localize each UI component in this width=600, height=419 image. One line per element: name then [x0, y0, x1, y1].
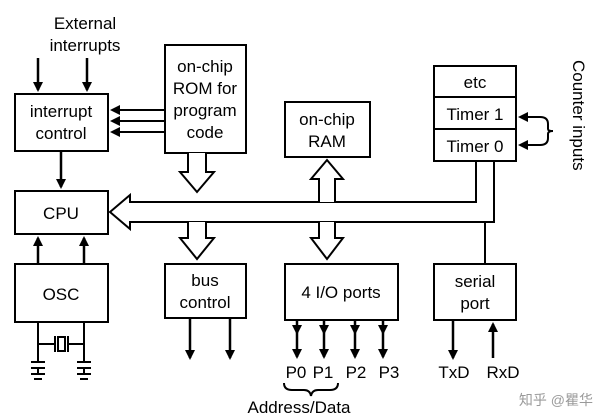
- osc-to-cpu-arrows: [33, 236, 89, 263]
- etc-label: etc: [464, 73, 487, 92]
- timer1-label: Timer 1: [447, 105, 504, 124]
- counter-input-arrows: [518, 112, 554, 150]
- io-port-arrows: [292, 320, 388, 359]
- watermark-text: 知乎 @瞿华: [519, 392, 593, 408]
- svg-text:CPU: CPU: [43, 204, 79, 223]
- address-data-brace: [283, 382, 339, 397]
- svg-text:on-chip: on-chip: [299, 110, 355, 129]
- svg-text:4 I/O ports: 4 I/O ports: [301, 283, 380, 302]
- svg-text:interrupt: interrupt: [30, 102, 93, 121]
- timer-stack: etc Timer 1 Timer 0: [433, 65, 517, 162]
- bus-ram-arrow: [308, 158, 346, 202]
- ram-block: on-chip RAM: [284, 101, 371, 158]
- port-p3-label: P3: [379, 363, 400, 382]
- svg-text:interrupts: interrupts: [50, 36, 121, 55]
- svg-text:serial: serial: [455, 272, 496, 291]
- port-p0-label: P0: [286, 363, 307, 382]
- svg-text:code: code: [187, 123, 224, 142]
- interrupt-source-arrows: [110, 105, 165, 137]
- rom-to-bus-arrow: [177, 153, 217, 194]
- port-p1-label: P1: [313, 363, 334, 382]
- counter-inputs-label: Counter inputs: [569, 60, 588, 171]
- io-ports-block: 4 I/O ports: [284, 263, 399, 321]
- svg-text:RAM: RAM: [308, 132, 346, 151]
- bus-to-io-arrow: [308, 222, 346, 261]
- internal-bus: [108, 160, 495, 232]
- interrupt-control-block: interrupt control: [14, 93, 109, 152]
- bus-control-block: bus control: [164, 263, 247, 319]
- svg-text:control: control: [179, 293, 230, 312]
- rxd-label: RxD: [486, 363, 519, 382]
- svg-text:ROM for: ROM for: [173, 79, 238, 98]
- svg-text:port: port: [460, 294, 490, 313]
- external-interrupt-arrows: [33, 58, 92, 92]
- external-interrupts-label: External interrupts: [50, 14, 121, 55]
- txd-label: TxD: [438, 363, 469, 382]
- rom-block: on-chip ROM for program code: [164, 44, 247, 154]
- svg-text:program: program: [173, 101, 236, 120]
- port-labels: P0 P1 P2 P3: [286, 363, 400, 382]
- bus-control-output-arrows: [185, 318, 235, 360]
- address-data-label: Address/Data: [248, 398, 352, 417]
- port-p2-label: P2: [346, 363, 367, 382]
- serial-port-block: serial port: [433, 263, 517, 321]
- svg-text:External: External: [54, 14, 116, 33]
- crystal-icon: [31, 322, 91, 380]
- svg-text:bus: bus: [191, 271, 218, 290]
- bus-to-buscontrol-arrow: [177, 222, 217, 261]
- svg-text:OSC: OSC: [43, 285, 80, 304]
- svg-text:control: control: [35, 124, 86, 143]
- cpu-block: CPU: [14, 190, 109, 235]
- timer0-label: Timer 0: [447, 137, 504, 156]
- osc-block: OSC: [14, 263, 109, 323]
- svg-text:on-chip: on-chip: [177, 57, 233, 76]
- serial-pin-arrows: [448, 320, 498, 360]
